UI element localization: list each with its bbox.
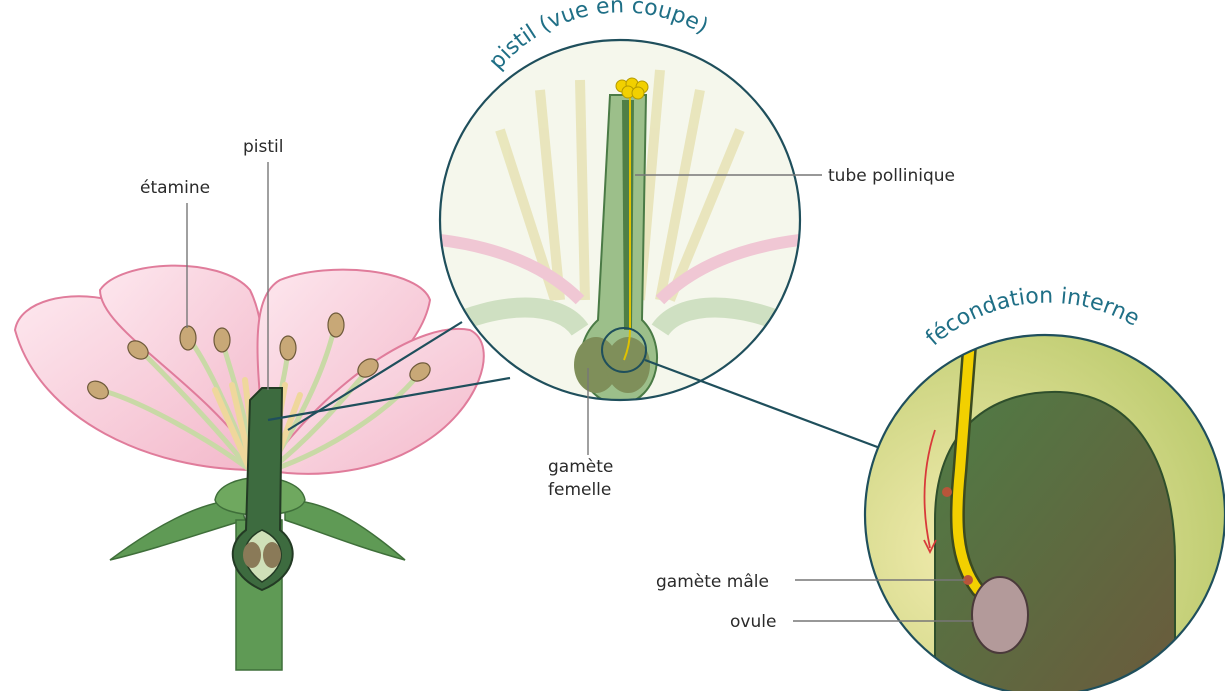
label-gamete-male: gamète mâle (656, 572, 769, 592)
pistil-zoom (440, 40, 800, 405)
label-gamete-femelle-1: gamète (548, 457, 613, 477)
label-ovule: ovule (730, 612, 776, 632)
label-gamete-femelle-2: femelle (548, 480, 611, 500)
ovule-left (243, 542, 261, 568)
label-etamine: étamine (140, 178, 210, 198)
fecondation-zoom (865, 335, 1225, 691)
label-tube-pollinique: tube pollinique (828, 166, 955, 186)
male-gamete-1 (942, 487, 952, 497)
connector-zoom-fecondation (645, 360, 880, 448)
ovule-right (263, 542, 281, 568)
flower (15, 266, 484, 670)
label-pistil: pistil (243, 137, 283, 157)
sepal-right (285, 500, 405, 560)
ovule (972, 577, 1028, 653)
